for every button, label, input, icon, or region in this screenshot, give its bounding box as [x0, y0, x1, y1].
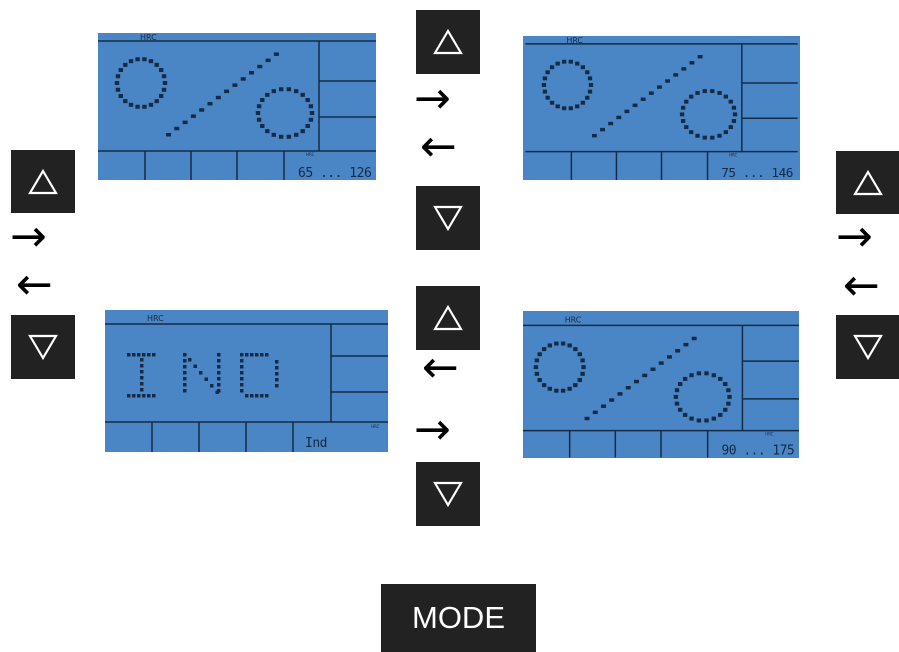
scale-label: HRC — [147, 314, 164, 323]
lcd-display-bottom-right: HRC HRC 90 ... 175 — [523, 311, 799, 458]
triangle-down-icon — [433, 205, 463, 232]
up-button-left[interactable] — [11, 150, 75, 213]
triangle-up-icon — [852, 169, 883, 195]
mode-reading: Ind — [305, 436, 327, 451]
down-button-left[interactable] — [11, 315, 75, 379]
up-button-top-center[interactable] — [416, 10, 480, 74]
triangle-up-icon — [28, 168, 58, 194]
ind-glyph — [127, 353, 279, 398]
range-reading: 75 ... 146 — [721, 166, 793, 180]
percent-glyph — [541, 55, 738, 140]
triangle-down-icon — [433, 481, 463, 508]
percent-glyph — [533, 336, 732, 423]
up-button-right[interactable] — [836, 151, 899, 214]
down-button-right[interactable] — [836, 315, 899, 379]
triangle-down-icon — [852, 334, 883, 361]
right-arrow-icon: → — [414, 73, 451, 124]
left-arrow-icon: ← — [420, 121, 457, 172]
scale-label: HRC — [565, 315, 582, 324]
left-arrow-icon: ← — [843, 260, 880, 311]
down-button-bottom-center[interactable] — [416, 462, 480, 526]
scale-label: HRC — [140, 33, 157, 42]
range-reading: 65 ... 126 — [298, 166, 371, 180]
triangle-down-icon — [28, 334, 58, 361]
left-arrow-icon: ← — [16, 259, 53, 310]
percent-glyph — [114, 52, 315, 139]
lcd-display-bottom-left: HRC HRC Ind — [105, 310, 388, 452]
scale-label: HRC — [566, 36, 583, 45]
right-arrow-icon: → — [414, 404, 451, 455]
triangle-up-icon — [433, 304, 463, 331]
triangle-up-icon — [433, 28, 463, 55]
right-arrow-icon: → — [836, 211, 873, 262]
unit-label: HRC — [371, 424, 380, 429]
right-arrow-icon: → — [10, 211, 47, 262]
lcd-display-top-left: HRC HRC 65 ... 126 — [98, 33, 376, 180]
up-button-bottom-center[interactable] — [416, 286, 480, 350]
lcd-display-top-right: HRC HRC 75 ... 146 — [523, 36, 800, 180]
left-arrow-icon: ← — [422, 342, 459, 393]
unit-label: HRC — [306, 152, 315, 157]
unit-label: HRC — [765, 432, 774, 437]
down-button-top-center[interactable] — [416, 186, 480, 250]
unit-label: HRC — [729, 152, 737, 157]
range-reading: 90 ... 175 — [722, 443, 795, 458]
mode-button[interactable]: MODE — [381, 584, 536, 652]
